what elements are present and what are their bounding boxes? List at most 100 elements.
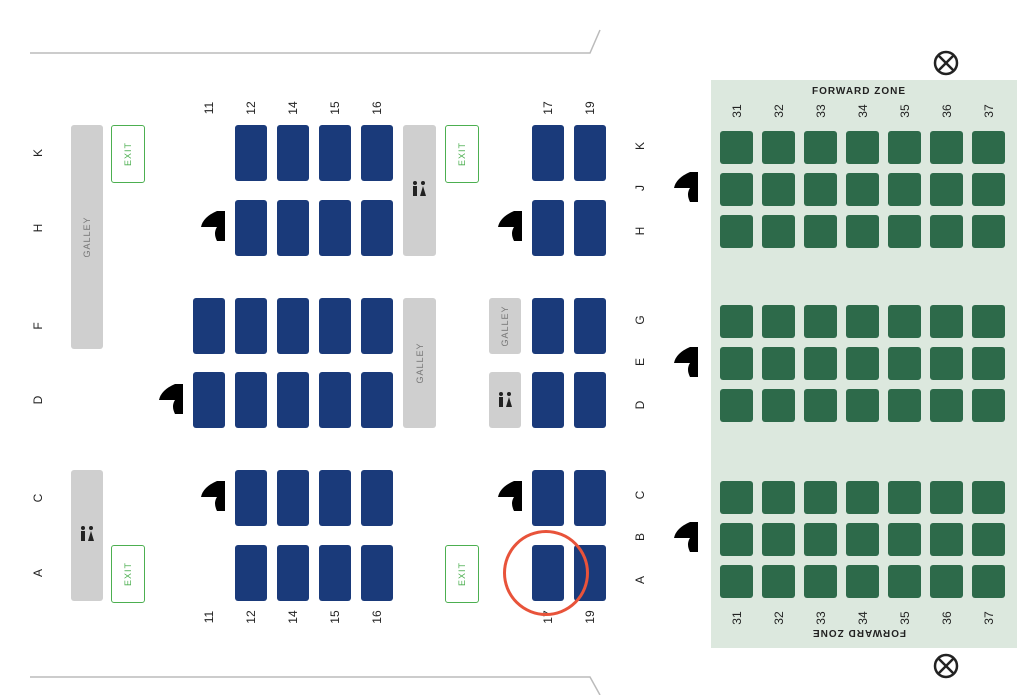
seat-33B[interactable]	[804, 523, 837, 556]
seat-19K[interactable]	[574, 125, 606, 181]
seat-31H[interactable]	[720, 215, 753, 248]
seat-36D[interactable]	[930, 389, 963, 422]
seat-36H[interactable]	[930, 215, 963, 248]
seat-32A[interactable]	[762, 565, 795, 598]
seat-12C[interactable]	[235, 470, 267, 526]
seat-14H[interactable]	[277, 200, 309, 256]
seat-35H[interactable]	[888, 215, 921, 248]
seat-33G[interactable]	[804, 305, 837, 338]
seat-15A[interactable]	[319, 545, 351, 601]
seat-35D[interactable]	[888, 389, 921, 422]
seat-31E[interactable]	[720, 347, 753, 380]
seat-37B[interactable]	[972, 523, 1005, 556]
seat-36K[interactable]	[930, 131, 963, 164]
col-label-19: 19	[583, 101, 597, 115]
seat-14K[interactable]	[277, 125, 309, 181]
seat-37D[interactable]	[972, 389, 1005, 422]
seat-14C[interactable]	[277, 470, 309, 526]
seat-17D[interactable]	[532, 372, 564, 428]
seat-31A[interactable]	[720, 565, 753, 598]
seat-37H[interactable]	[972, 215, 1005, 248]
seat-36B[interactable]	[930, 523, 963, 556]
seat-17H[interactable]	[532, 200, 564, 256]
seat-12D[interactable]	[235, 372, 267, 428]
seat-33H[interactable]	[804, 215, 837, 248]
seat-17K[interactable]	[532, 125, 564, 181]
seat-17G[interactable]	[532, 298, 564, 354]
seat-37C[interactable]	[972, 481, 1005, 514]
seat-12H[interactable]	[235, 200, 267, 256]
seat-34D[interactable]	[846, 389, 879, 422]
seat-19D[interactable]	[574, 372, 606, 428]
seat-36J[interactable]	[930, 173, 963, 206]
seat-16F[interactable]	[361, 298, 393, 354]
seat-31J[interactable]	[720, 173, 753, 206]
seat-16H[interactable]	[361, 200, 393, 256]
seat-34H[interactable]	[846, 215, 879, 248]
seat-32H[interactable]	[762, 215, 795, 248]
seat-32C[interactable]	[762, 481, 795, 514]
seat-32K[interactable]	[762, 131, 795, 164]
seat-31D[interactable]	[720, 389, 753, 422]
seat-33K[interactable]	[804, 131, 837, 164]
seat-15K[interactable]	[319, 125, 351, 181]
seat-32E[interactable]	[762, 347, 795, 380]
seat-19H[interactable]	[574, 200, 606, 256]
seat-11D[interactable]	[193, 372, 225, 428]
seat-35A[interactable]	[888, 565, 921, 598]
seat-14A[interactable]	[277, 545, 309, 601]
seat-33D[interactable]	[804, 389, 837, 422]
seat-33C[interactable]	[804, 481, 837, 514]
seat-34C[interactable]	[846, 481, 879, 514]
seat-19G[interactable]	[574, 298, 606, 354]
seat-33E[interactable]	[804, 347, 837, 380]
seat-37A[interactable]	[972, 565, 1005, 598]
seat-14F[interactable]	[277, 298, 309, 354]
seat-37G[interactable]	[972, 305, 1005, 338]
seat-12K[interactable]	[235, 125, 267, 181]
seat-35E[interactable]	[888, 347, 921, 380]
seat-35C[interactable]	[888, 481, 921, 514]
seat-31C[interactable]	[720, 481, 753, 514]
seat-16A[interactable]	[361, 545, 393, 601]
seat-36C[interactable]	[930, 481, 963, 514]
seat-36E[interactable]	[930, 347, 963, 380]
seat-32D[interactable]	[762, 389, 795, 422]
seat-11F[interactable]	[193, 298, 225, 354]
seat-34B[interactable]	[846, 523, 879, 556]
seat-36G[interactable]	[930, 305, 963, 338]
seat-35K[interactable]	[888, 131, 921, 164]
seat-36A[interactable]	[930, 565, 963, 598]
seat-31B[interactable]	[720, 523, 753, 556]
seat-14D[interactable]	[277, 372, 309, 428]
seat-34E[interactable]	[846, 347, 879, 380]
seat-35B[interactable]	[888, 523, 921, 556]
seat-12A[interactable]	[235, 545, 267, 601]
seat-34J[interactable]	[846, 173, 879, 206]
seat-35G[interactable]	[888, 305, 921, 338]
seat-34A[interactable]	[846, 565, 879, 598]
seat-33A[interactable]	[804, 565, 837, 598]
seat-15C[interactable]	[319, 470, 351, 526]
seat-31K[interactable]	[720, 131, 753, 164]
seat-37J[interactable]	[972, 173, 1005, 206]
seat-16C[interactable]	[361, 470, 393, 526]
seat-34K[interactable]	[846, 131, 879, 164]
seat-32B[interactable]	[762, 523, 795, 556]
seat-37K[interactable]	[972, 131, 1005, 164]
seat-32J[interactable]	[762, 173, 795, 206]
seat-31G[interactable]	[720, 305, 753, 338]
seat-15D[interactable]	[319, 372, 351, 428]
seat-32G[interactable]	[762, 305, 795, 338]
seat-35J[interactable]	[888, 173, 921, 206]
seat-15F[interactable]	[319, 298, 351, 354]
seat-15H[interactable]	[319, 200, 351, 256]
seat-17C[interactable]	[532, 470, 564, 526]
seat-16D[interactable]	[361, 372, 393, 428]
seat-12F[interactable]	[235, 298, 267, 354]
seat-19C[interactable]	[574, 470, 606, 526]
seat-33J[interactable]	[804, 173, 837, 206]
seat-37E[interactable]	[972, 347, 1005, 380]
seat-16K[interactable]	[361, 125, 393, 181]
seat-34G[interactable]	[846, 305, 879, 338]
